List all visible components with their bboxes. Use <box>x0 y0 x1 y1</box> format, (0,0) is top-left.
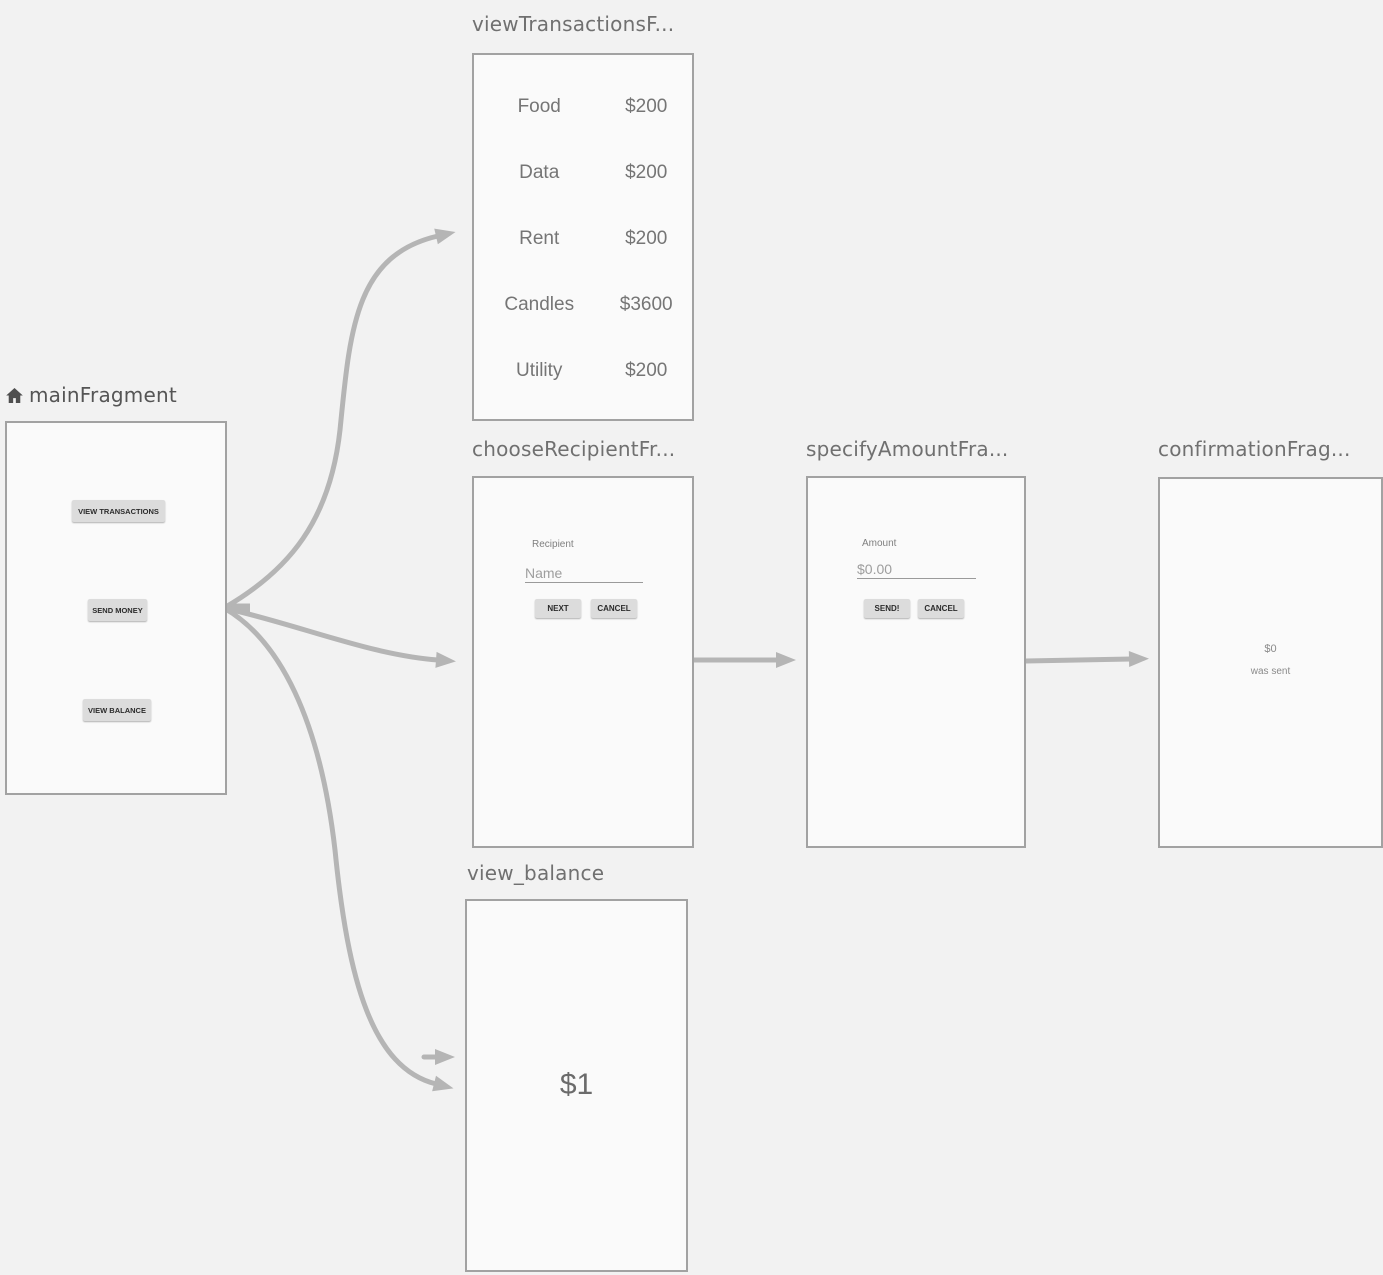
transaction-row: Utility $200 <box>474 358 692 384</box>
transaction-amount: $200 <box>625 228 668 249</box>
preview-confirmation-message: was sent <box>1250 666 1291 677</box>
fragment-viewTransactions[interactable]: Food $200 Data $200 Rent $200 Candles $3… <box>472 53 694 421</box>
fragment-title-label: view_balance <box>467 861 605 885</box>
action-main-to-viewBalance[interactable] <box>221 605 454 1092</box>
transaction-row: Data $200 <box>474 160 692 186</box>
action-main-to-viewTransactions[interactable] <box>221 228 456 611</box>
fragment-header-chooseRecipient[interactable]: chooseRecipientFr... <box>472 437 675 461</box>
transaction-label: Data <box>519 162 560 183</box>
fragment-mainFragment[interactable]: VIEW TRANSACTIONS SEND MONEY VIEW BALANC… <box>5 421 227 795</box>
preview-button-send: SEND! <box>864 599 910 618</box>
home-icon <box>5 386 24 405</box>
preview-button-cancel: CANCEL <box>591 599 637 618</box>
preview-field-underline <box>857 578 976 579</box>
fragment-header-viewTransactions[interactable]: viewTransactionsF... <box>472 12 674 36</box>
fragment-title-label: confirmationFrag... <box>1158 437 1351 461</box>
preview-field-placeholder: Name <box>525 565 563 581</box>
preview-button-send-money: SEND MONEY <box>88 599 147 621</box>
transaction-amount: $200 <box>625 360 668 381</box>
fragment-title-label: chooseRecipientFr... <box>472 437 676 461</box>
fragment-chooseRecipient[interactable]: Recipient Name NEXT CANCEL <box>472 476 694 848</box>
preview-field-label: Amount <box>862 538 897 549</box>
fragment-title-label: mainFragment <box>29 383 177 407</box>
transaction-amount: $200 <box>625 96 668 117</box>
transaction-amount: $3600 <box>619 294 673 315</box>
preview-balance-value: $1 <box>559 1068 594 1101</box>
preview-button-view-balance: VIEW BALANCE <box>83 699 151 721</box>
fragment-confirmation[interactable]: $0 was sent <box>1158 477 1383 848</box>
transaction-label: Candles <box>504 294 575 315</box>
fragment-header-specifyAmount[interactable]: specifyAmountFra... <box>806 437 1009 461</box>
preview-button-cancel: CANCEL <box>918 599 964 618</box>
transaction-row: Rent $200 <box>474 226 692 252</box>
fragment-title-label: viewTransactionsF... <box>472 12 675 36</box>
fragment-title-label: specifyAmountFra... <box>806 437 1009 461</box>
transaction-label: Food <box>517 96 561 117</box>
fragment-header-viewBalance[interactable]: view_balance <box>467 861 604 885</box>
preview-confirmation-amount: $0 <box>1264 643 1277 655</box>
transaction-row: Food $200 <box>474 94 692 120</box>
fragment-specifyAmount[interactable]: Amount $0.00 SEND! CANCEL <box>806 476 1026 848</box>
transaction-amount: $200 <box>625 162 668 183</box>
preview-field-label: Recipient <box>532 539 574 550</box>
preview-button-view-transactions: VIEW TRANSACTIONS <box>72 500 165 522</box>
fragment-viewBalance[interactable]: $1 <box>465 899 688 1272</box>
preview-field-underline <box>525 582 643 583</box>
transaction-label: Utility <box>515 360 563 381</box>
action-main-to-chooseRecipient[interactable] <box>221 605 456 668</box>
preview-button-next: NEXT <box>535 599 581 618</box>
preview-field-placeholder: $0.00 <box>857 561 893 577</box>
action-specifyAmount-to-confirmation[interactable] <box>1023 651 1149 668</box>
fragment-header-mainFragment[interactable]: mainFragment <box>5 383 177 407</box>
transaction-row: Candles $3600 <box>474 292 692 318</box>
fragment-header-confirmation[interactable]: confirmationFrag... <box>1158 437 1351 461</box>
transaction-label: Rent <box>519 228 560 249</box>
